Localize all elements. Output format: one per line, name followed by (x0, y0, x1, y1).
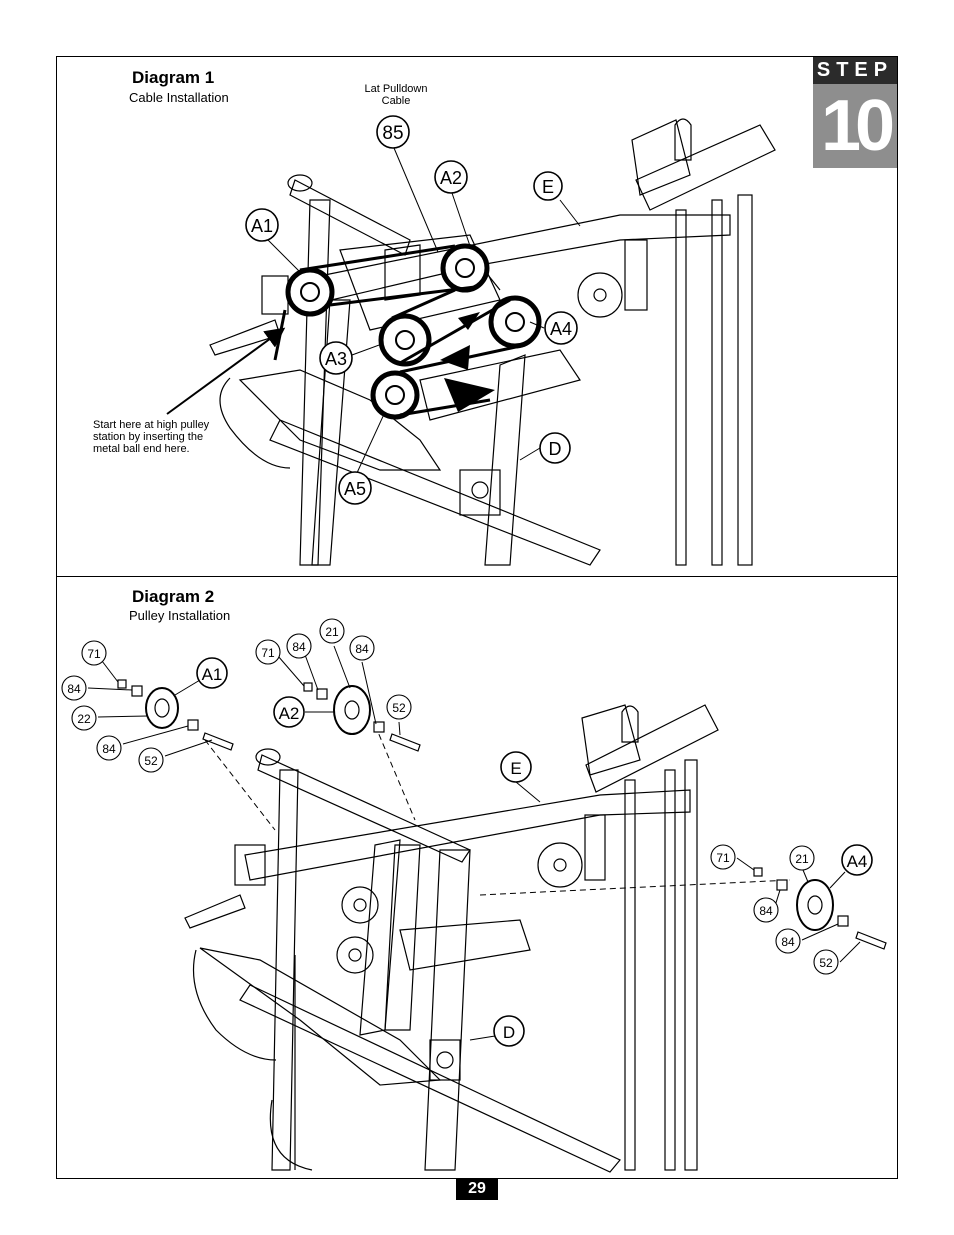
exploded-pulley-a4 (753, 867, 887, 950)
callout-e: E (533, 171, 563, 201)
svg-text:E: E (510, 759, 521, 778)
exploded-lines (204, 724, 791, 896)
callout-g1-a1: A1 (196, 657, 228, 689)
start-note-line-1: Start here at high pulley (93, 419, 210, 431)
direction-arrows (440, 312, 495, 412)
diagram-1-title: Diagram 1 (132, 68, 215, 87)
svg-text:84: 84 (292, 640, 306, 654)
exploded-pulley-a1 (117, 679, 234, 751)
callout-g2-21: 21 (319, 618, 345, 644)
start-note-line-2: station by inserting the (93, 431, 204, 443)
svg-text:D: D (549, 439, 562, 459)
pulley-a1 (285, 267, 335, 317)
step-number: 10 (813, 84, 897, 168)
svg-text:71: 71 (261, 646, 275, 660)
callout-g1-84b: 84 (96, 735, 122, 761)
pulley-a2 (440, 243, 490, 293)
svg-text:21: 21 (325, 625, 339, 639)
callout-g3-52: 52 (813, 949, 839, 975)
svg-text:52: 52 (144, 754, 158, 768)
callout-g1-84a: 84 (61, 675, 87, 701)
svg-text:A4: A4 (847, 852, 868, 871)
svg-text:A2: A2 (279, 704, 300, 723)
callout-g3-84b: 84 (775, 928, 801, 954)
callout-g2-a2: A2 (273, 696, 305, 728)
svg-text:84: 84 (355, 642, 369, 656)
callout-d-2: D (493, 1015, 525, 1047)
diagram-2-title: Diagram 2 (132, 587, 215, 606)
callout-a1: A1 (245, 208, 279, 242)
diagram-1-frame-art (209, 118, 776, 566)
diagram-1-leaders (267, 147, 581, 476)
svg-text:84: 84 (67, 682, 81, 696)
svg-text:84: 84 (102, 742, 116, 756)
step-label: STEP (813, 57, 897, 84)
callout-g1-71: 71 (81, 640, 107, 666)
pulley-a4 (488, 295, 542, 349)
callout-a3: A3 (319, 341, 353, 375)
callout-g2-84a: 84 (286, 633, 312, 659)
svg-text:D: D (503, 1023, 515, 1042)
callout-85: 85 (376, 115, 410, 149)
diagram-2-leaders (87, 645, 861, 1041)
callout-g1-52: 52 (138, 747, 164, 773)
svg-text:A1: A1 (251, 216, 273, 236)
start-pointer-arrow (166, 327, 286, 415)
step-badge: STEP 10 (813, 57, 897, 168)
svg-text:A4: A4 (550, 319, 572, 339)
callout-g2-71: 71 (255, 639, 281, 665)
start-note-line-3: metal ball end here. (93, 443, 190, 455)
svg-text:A1: A1 (202, 665, 223, 684)
pulley-wheels (285, 243, 542, 420)
svg-text:71: 71 (87, 647, 101, 661)
callout-g3-71: 71 (710, 844, 736, 870)
svg-text:A3: A3 (325, 349, 347, 369)
svg-text:85: 85 (382, 123, 403, 144)
cable-label-line-1: Lat Pulldown (364, 83, 428, 95)
svg-text:84: 84 (781, 935, 795, 949)
callout-a2: A2 (434, 160, 468, 194)
svg-text:E: E (542, 177, 554, 197)
svg-text:71: 71 (716, 851, 730, 865)
callout-g1-22: 22 (71, 705, 97, 731)
cable-label: Lat Pulldown Cable (350, 83, 442, 107)
diagram-2-frame-art (184, 704, 719, 1173)
callout-a4: A4 (544, 311, 578, 345)
pulley-a3 (378, 313, 432, 367)
cable-label-line-2: Cable (381, 95, 411, 107)
exploded-pulley-a2 (303, 682, 421, 752)
callout-e-2: E (500, 751, 532, 783)
callout-g3-a4: A4 (841, 844, 873, 876)
svg-text:22: 22 (77, 712, 91, 726)
svg-text:A5: A5 (344, 479, 366, 499)
diagram-1-subtitle: Cable Installation (129, 90, 229, 105)
page-number: 29 (456, 1178, 498, 1200)
start-note: Start here at high pulley station by ins… (93, 419, 209, 455)
callout-g2-84b: 84 (349, 635, 375, 661)
callout-d: D (539, 432, 571, 464)
svg-text:84: 84 (759, 904, 773, 918)
callout-g3-21: 21 (789, 845, 815, 871)
callout-g3-84a: 84 (753, 897, 779, 923)
svg-text:52: 52 (819, 956, 833, 970)
svg-text:52: 52 (392, 701, 406, 715)
diagram-2-subtitle: Pulley Installation (129, 608, 231, 623)
svg-text:21: 21 (795, 852, 809, 866)
pulley-a5 (370, 370, 420, 420)
callout-a5: A5 (338, 471, 372, 505)
svg-text:A2: A2 (440, 168, 462, 188)
callout-g2-52: 52 (386, 694, 412, 720)
